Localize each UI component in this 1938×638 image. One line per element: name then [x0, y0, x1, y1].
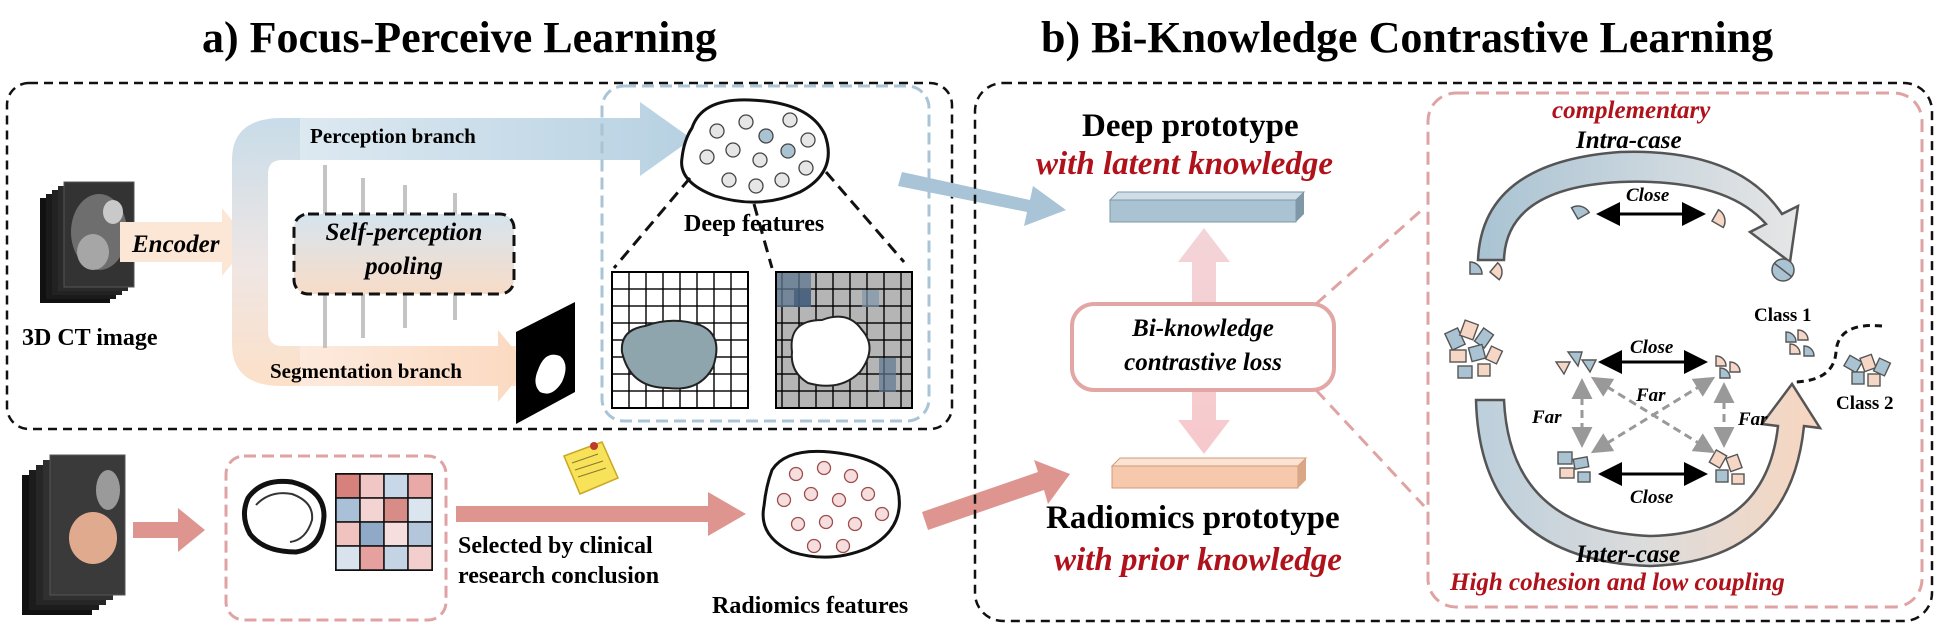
- self-perception-pooling-box: [292, 212, 516, 296]
- cluster-shapes: [1443, 319, 1892, 485]
- deep-prototype-label: Deep prototype: [1082, 108, 1299, 144]
- intra-case-shapes: [1469, 205, 1795, 282]
- panel-b-title: b) Bi-Knowledge Contrastive Learning: [1041, 13, 1774, 62]
- deep-prototype-bar: [1108, 191, 1306, 223]
- selected-label-1: Selected by clinical: [458, 533, 653, 559]
- segmentation-grid: [611, 271, 749, 409]
- radiomics-prototype-bar: [1110, 457, 1308, 489]
- radiomics-matrix: [335, 473, 433, 571]
- inter-close-label-top: Close: [1630, 337, 1674, 358]
- loss-label-1: Bi-knowledge: [1132, 315, 1274, 342]
- zoom-lines: [612, 171, 906, 269]
- contrastive-loss-box: [1070, 302, 1336, 392]
- intra-case-arc: [1476, 150, 1800, 265]
- radiomics-feature-dots: [776, 460, 890, 554]
- prior-knowledge-label: with prior knowledge: [1054, 542, 1342, 578]
- zoom-connectors: [1314, 206, 1426, 508]
- perception-branch-label: Perception branch: [310, 124, 476, 148]
- far-label-right: Far: [1738, 409, 1768, 430]
- contrastive-detail-box: [1426, 91, 1924, 609]
- intra-close-label: Close: [1626, 185, 1670, 206]
- class2-label: Class 2: [1836, 393, 1894, 414]
- deep-feature-dots: [699, 112, 816, 194]
- complementary-label: complementary: [1552, 97, 1711, 124]
- latent-knowledge-label: with latent knowledge: [1036, 146, 1334, 182]
- panel-a-title: a) Focus-Perceive Learning: [202, 13, 717, 62]
- ct-volume-stack: [40, 181, 135, 303]
- intra-case-label: Intra-case: [1576, 127, 1682, 154]
- sticky-note-icon: [563, 441, 619, 495]
- selection-arrow: [456, 492, 746, 536]
- radiomics-features-label: Radiomics features: [712, 593, 909, 619]
- class-boundary: [1795, 324, 1883, 384]
- radiomics-extraction-box: [224, 454, 448, 622]
- segmentation-branch-label: Segmentation branch: [270, 359, 462, 383]
- inter-close-label-bottom: Close: [1630, 487, 1674, 508]
- radiomics-to-prototype-arrow: [922, 460, 1070, 530]
- far-label-center: Far: [1636, 385, 1666, 406]
- pooling-label-1: Self-perception: [325, 219, 483, 246]
- selected-label-2: research conclusion: [458, 563, 660, 589]
- ct-volume-stack-bottom: [22, 454, 126, 615]
- perception-arrow: [300, 102, 692, 176]
- panel-a-frame: [5, 81, 954, 431]
- pooling-label-2: pooling: [365, 253, 443, 280]
- cohesion-label: High cohesion and low coupling: [1450, 569, 1785, 596]
- encoder-label: Encoder: [132, 231, 220, 258]
- deep-features-label: Deep features: [684, 211, 825, 237]
- ct-image-label: 3D CT image: [22, 325, 158, 351]
- far-label-left: Far: [1532, 407, 1562, 428]
- segmentation-arrow: [300, 330, 528, 402]
- loss-label-2: contrastive loss: [1124, 349, 1282, 376]
- class1-label: Class 1: [1754, 305, 1812, 326]
- deep-to-prototype-arrow: [898, 172, 1066, 226]
- feature-grid: [775, 271, 913, 409]
- segmentation-mask: [516, 302, 575, 424]
- inter-case-label: Inter-case: [1576, 541, 1681, 568]
- far-arrows: [1571, 376, 1735, 454]
- panel-b-frame: [973, 81, 1934, 623]
- deep-features-box: [600, 84, 931, 423]
- inter-case-arc: [1474, 381, 1823, 568]
- radiomics-input-arrow: [133, 508, 205, 552]
- radiomics-prototype-label: Radiomics prototype: [1046, 500, 1340, 536]
- encoder-arrow: [120, 208, 250, 276]
